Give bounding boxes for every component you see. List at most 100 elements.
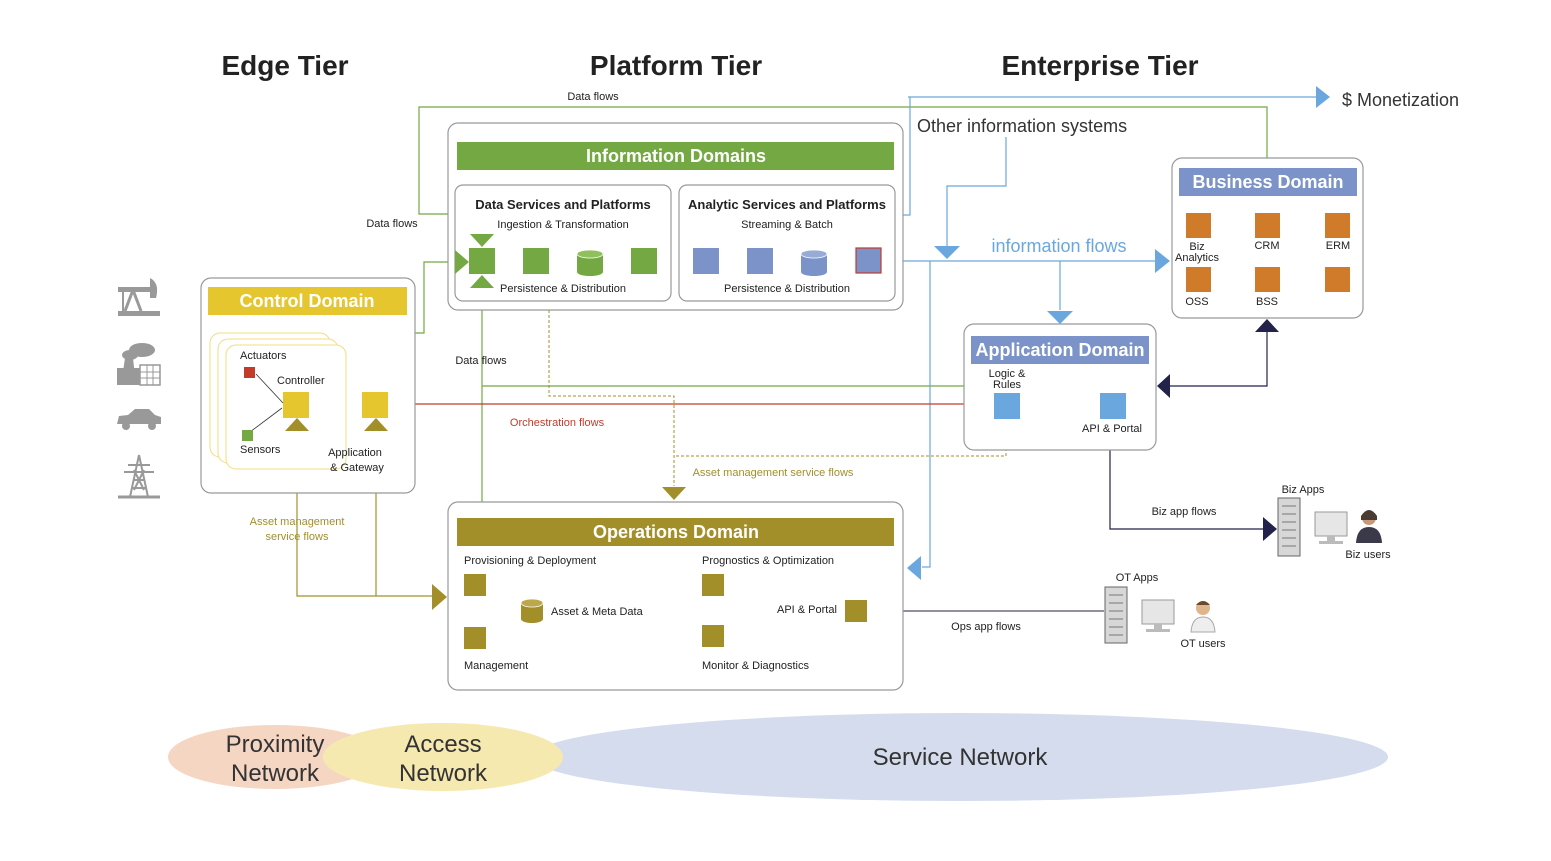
controller-label: Controller [277, 375, 325, 387]
ot-users-label: OT users [1180, 638, 1226, 650]
gateway-label-2: & Gateway [330, 462, 384, 474]
data-services-title: Data Services and Platforms [475, 197, 651, 212]
analytic-services-bottom-label: Persistence & Distribution [724, 283, 850, 295]
biz-app-flow-line [1109, 430, 1263, 530]
logic-label-2: Rules [993, 379, 1022, 391]
biz-app-flows-label: Biz app flows [1152, 506, 1217, 518]
data-flows-left-label: Data flows [366, 218, 418, 230]
analytic-square-3 [855, 247, 882, 274]
data-services-bottom-label: Persistence & Distribution [500, 283, 626, 295]
info-flow-app-arrowhead [1047, 311, 1073, 324]
access-network-ellipse [323, 723, 563, 791]
ops-blue-arrowhead [907, 556, 921, 580]
data-square-3 [631, 248, 657, 274]
asset-mgmt-arrowhead [662, 487, 686, 500]
asset-meta-label: Asset & Meta Data [551, 606, 644, 618]
prognostics-label: Prognostics & Optimization [702, 555, 834, 567]
user-icon [1356, 510, 1382, 543]
biz-label: Biz [1189, 241, 1204, 253]
bss-label: BSS [1256, 296, 1278, 308]
asset-mgmt-dashed-line-1 [548, 305, 675, 486]
proximity-network-ellipse [168, 725, 382, 789]
crm-square [1255, 213, 1280, 238]
ops-app-flows-label: Ops app flows [951, 621, 1021, 633]
asset-mgmt-left-label-1: Asset management [250, 516, 345, 528]
edge-tier-title: Edge Tier [221, 50, 348, 81]
monitor-icon [1314, 511, 1348, 544]
data-cylinder [576, 249, 604, 276]
analytic-services-top-label: Streaming & Batch [741, 219, 833, 231]
information-domains-header [457, 142, 894, 170]
control-domain-header [208, 287, 407, 315]
data-flows-top-label: Data flows [567, 91, 619, 103]
sensors-label: Sensors [240, 444, 281, 456]
monitor-label: Monitor & Diagnostics [702, 660, 809, 672]
proximity-network-label-1: Proximity [226, 731, 325, 758]
asset-mgmt-left-label-2: service flows [266, 531, 329, 543]
actuators-label: Actuators [240, 350, 287, 362]
data-in-left-arrowhead [455, 250, 469, 274]
application-domain-title: Application Domain [975, 340, 1144, 360]
analytic-cylinder [800, 249, 828, 276]
crm-label: CRM [1254, 240, 1279, 252]
service-network-ellipse [532, 713, 1388, 801]
management-label: Management [464, 660, 528, 672]
analytics-label: Analytics [1175, 252, 1220, 264]
information-domains-title: Information Domains [586, 146, 766, 166]
data-out-bottom-arrowhead [470, 275, 494, 288]
sensor-square [242, 430, 253, 441]
enterprise-tier-title: Enterprise Tier [1001, 50, 1198, 81]
biz-analytics-square [1186, 213, 1211, 238]
asset-meta-cylinder [520, 598, 544, 623]
info-to-ops-blue-line [922, 261, 931, 568]
controller-up-arrowhead [285, 418, 309, 431]
controller-to-actuator-line [255, 373, 284, 404]
analytic-square-2 [747, 248, 773, 274]
operations-domain-title: Operations Domain [593, 522, 759, 542]
business-up-arrowhead [1255, 319, 1279, 332]
service-network-label: Service Network [873, 744, 1049, 771]
oil-pump-icon [118, 278, 160, 316]
platform-tier-title: Platform Tier [590, 50, 762, 81]
monitor-icon [1141, 599, 1175, 632]
provisioning-square [464, 574, 486, 596]
control-domain-title: Control Domain [240, 291, 375, 311]
monitor-square [702, 625, 724, 647]
business-app-link-line [1170, 330, 1268, 387]
logic-label-1: Logic & [989, 368, 1026, 380]
other-systems-arrowhead [934, 246, 960, 259]
gateway-up-arrowhead [364, 418, 388, 431]
bss-square [1255, 267, 1280, 292]
erm-square [1325, 213, 1350, 238]
app-left-arrowhead [1157, 374, 1170, 398]
car-icon [117, 409, 161, 430]
ot-apps-label: OT Apps [1116, 572, 1159, 584]
gateway-square [362, 392, 388, 418]
monetization-label: $ Monetization [1342, 90, 1459, 110]
application-domain-header [971, 336, 1149, 364]
factory-icon [117, 343, 161, 386]
data-services-box [454, 184, 672, 302]
server-icon [1277, 497, 1301, 557]
ops-api-label: API & Portal [777, 604, 837, 616]
app-api-label: API & Portal [1082, 423, 1142, 435]
access-network-label-1: Access [404, 731, 481, 758]
monetization-arrowhead [1316, 86, 1330, 108]
actuator-square [244, 367, 255, 378]
sensor-to-controller-line [249, 407, 283, 433]
app-api-square [1100, 393, 1126, 419]
analytic-services-box [678, 184, 896, 302]
ops-olive-arrowhead [432, 584, 447, 610]
access-network-label-2: Network [399, 760, 488, 787]
business-domain-title: Business Domain [1192, 172, 1343, 192]
analytic-square-1 [693, 248, 719, 274]
oss-square [1186, 267, 1211, 292]
prognostics-square [702, 574, 724, 596]
proximity-network-label-2: Network [231, 760, 320, 787]
data-square-2 [523, 248, 549, 274]
data-square-1 [469, 248, 495, 274]
controller-square [283, 392, 309, 418]
data-in-top-arrowhead [470, 234, 494, 247]
power-tower-icon [118, 454, 160, 499]
